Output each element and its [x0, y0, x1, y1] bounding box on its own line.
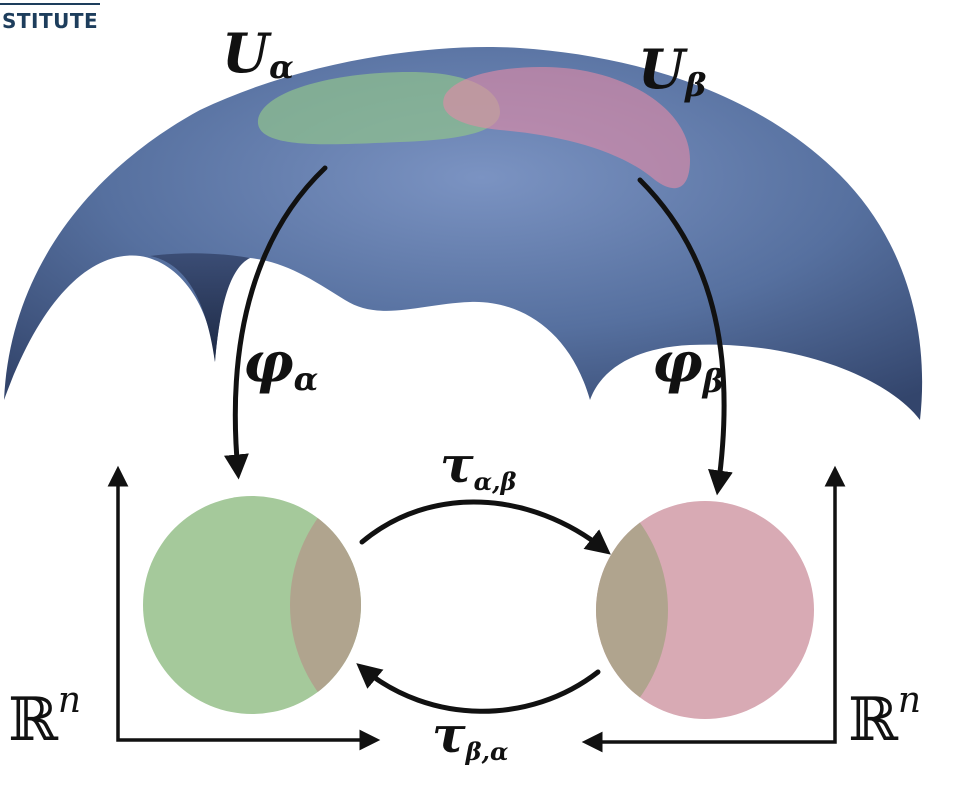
label-u-alpha: Uα [222, 21, 294, 86]
manifold-fold [150, 253, 250, 362]
arrow-phi-beta [637, 177, 733, 496]
brand-text: STITUTE [2, 9, 98, 33]
label-u-beta: Uβ [638, 37, 706, 104]
arrow-phi-alpha [223, 165, 328, 480]
label-tau-beta-alpha: τβ,α [432, 705, 508, 766]
label-rn-left: ℝn [8, 680, 81, 755]
manifold-surface [4, 46, 923, 420]
label-rn-right: ℝn [848, 680, 921, 755]
label-phi-beta: φβ [652, 330, 724, 400]
label-tau-alpha-beta: τα,β [440, 435, 516, 496]
open-set-u-beta [443, 67, 690, 189]
label-phi-alpha: φα [243, 330, 318, 398]
arrow-tau-beta-alpha [356, 663, 601, 714]
axes-left [107, 465, 381, 751]
arrow-tau-alpha-beta [359, 499, 611, 555]
open-set-u-alpha [257, 72, 500, 145]
axes-right [581, 465, 846, 753]
